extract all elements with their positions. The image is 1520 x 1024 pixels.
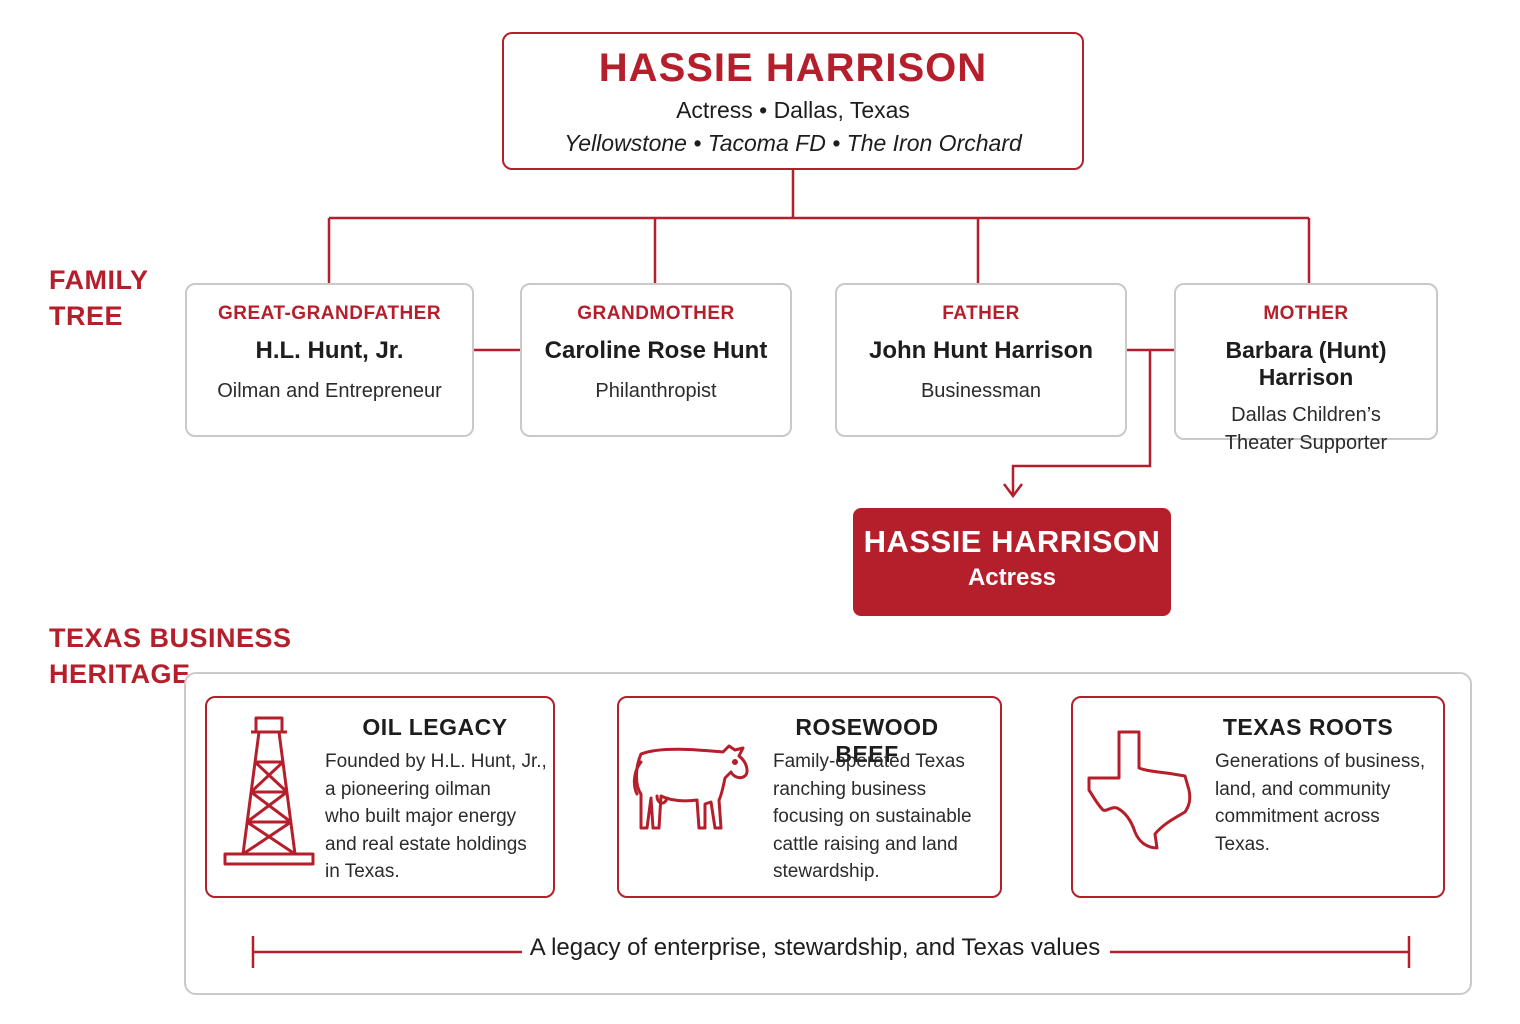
family-card-mother: MOTHER Barbara (Hunt) Harrison Dallas Ch… xyxy=(1174,283,1438,454)
heritage-text-line: land, and community xyxy=(1215,778,1391,800)
family-desc-line: Theater Supporter xyxy=(1224,432,1388,454)
family-name: Barbara (Hunt) Harrison xyxy=(1225,337,1387,390)
legacy-tagline: A legacy of enterprise, stewardship, and… xyxy=(529,934,1101,961)
family-role: MOTHER xyxy=(1263,303,1349,324)
family-name: Caroline Rose Hunt xyxy=(544,337,768,364)
child-role: Actress xyxy=(967,564,1057,591)
family-name: John Hunt Harrison xyxy=(868,337,1093,364)
subject-name: HASSIE HARRISON xyxy=(598,46,988,90)
heritage-text-line: who built major energy xyxy=(325,806,517,827)
heritage-text-line: Texas. xyxy=(1215,833,1270,855)
heritage-text: Founded by H.L. Hunt, Jr., a pioneering … xyxy=(325,748,547,886)
heritage-text-line: in Texas. xyxy=(325,861,400,882)
business-heritage-heading-line-2: HERITAGE xyxy=(49,659,191,689)
family-desc-line: Dallas Children’s xyxy=(1231,404,1381,426)
family-desc: Oilman and Entrepreneur xyxy=(217,380,442,402)
family-card-father: FATHER John Hunt Harrison Businessman xyxy=(835,283,1127,437)
oil-derrick-icon xyxy=(223,716,315,866)
child-highlight-card: HASSIE HARRISON Actress xyxy=(853,508,1171,616)
family-tree-heading: FAMILY TREE xyxy=(49,262,149,334)
family-role: GRANDMOTHER xyxy=(577,303,735,324)
family-name: H.L. Hunt, Jr. xyxy=(255,337,404,364)
heritage-text-line: cattle raising and land xyxy=(773,833,958,855)
subject-subtitle: Actress • Dallas, Texas xyxy=(676,97,910,123)
heritage-text-line: focusing on sustainable xyxy=(773,806,972,827)
heritage-text-line: ranching business xyxy=(773,778,927,800)
family-tree-heading-line-1: FAMILY xyxy=(49,265,149,295)
heritage-text-line: Generations of business, xyxy=(1215,751,1426,772)
heritage-text: Generations of business, land, and commu… xyxy=(1215,748,1425,858)
child-name: HASSIE HARRISON xyxy=(863,524,1161,559)
heritage-card-oil-legacy: OIL LEGACY Founded by H.L. Hunt, Jr., a … xyxy=(205,696,555,898)
heritage-title: ROSEWOOD BEEF xyxy=(795,714,939,767)
family-role: GREAT-GRANDFATHER xyxy=(217,303,442,324)
heritage-text-line: Family-operated Texas xyxy=(773,751,965,772)
family-role: FATHER xyxy=(942,303,1020,324)
heritage-card-rosewood-beef: ROSEWOOD BEEF Family-operated Texas ranc… xyxy=(617,696,1002,898)
business-heritage-heading-line-1: TEXAS BUSINESS xyxy=(49,623,292,653)
texas-map-icon xyxy=(1087,730,1192,850)
subject-works: Yellowstone • Tacoma FD • The Iron Orcha… xyxy=(564,130,1022,156)
heritage-card-texas-roots: TEXAS ROOTS Generations of business, lan… xyxy=(1071,696,1445,898)
heritage-text-line: a pioneering oilman xyxy=(325,778,491,800)
heritage-title: TEXAS ROOTS xyxy=(1222,714,1394,740)
heritage-text-line: and real estate holdings xyxy=(325,833,527,855)
family-card-great-grandfather: GREAT-GRANDFATHER H.L. Hunt, Jr. Oilman … xyxy=(185,283,474,437)
family-desc: Dallas Children’s Theater Supporter xyxy=(1176,401,1436,457)
cow-icon xyxy=(632,744,749,830)
family-desc: Philanthropist xyxy=(595,380,717,402)
subject-header-card: HASSIE HARRISON Actress • Dallas, Texas … xyxy=(502,32,1084,170)
heritage-title: OIL LEGACY xyxy=(362,714,508,740)
heritage-text-line: commitment across xyxy=(1215,806,1380,827)
business-heritage-heading: TEXAS BUSINESS HERITAGE xyxy=(49,620,292,692)
family-desc: Businessman xyxy=(920,380,1042,402)
heritage-text-line: stewardship. xyxy=(773,861,880,882)
heritage-text: Family-operated Texas ranching business … xyxy=(773,748,972,886)
heritage-text-line: Founded by H.L. Hunt, Jr., xyxy=(325,751,547,772)
family-card-grandmother: GRANDMOTHER Caroline Rose Hunt Philanthr… xyxy=(520,283,792,437)
family-tree-heading-line-2: TREE xyxy=(49,301,124,331)
